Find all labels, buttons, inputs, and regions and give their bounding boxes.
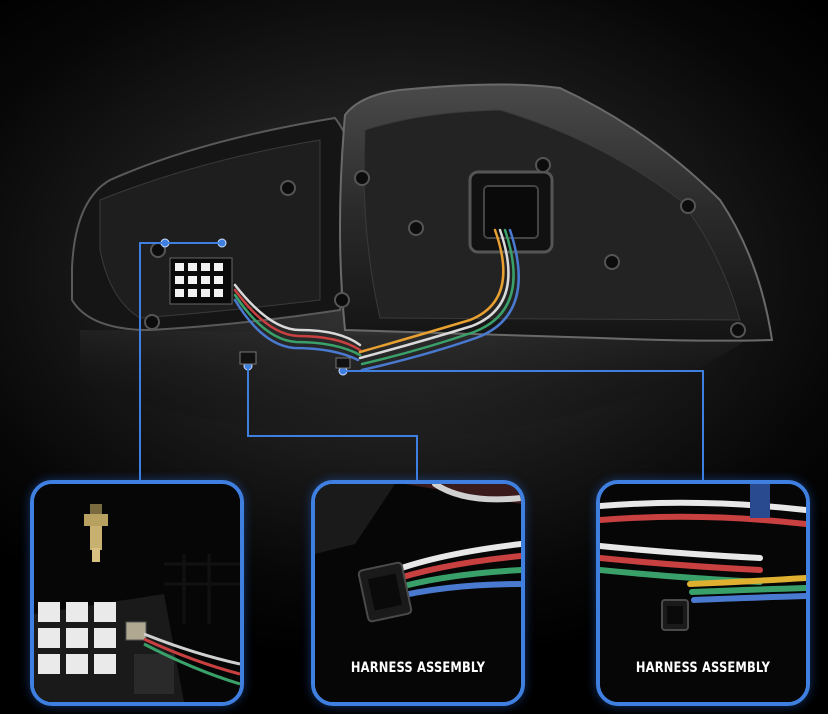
inset-led-board [30,480,244,706]
led-board-closeup [34,484,240,702]
harness-closeup-1 [315,484,521,702]
harness-closeup-2 [600,484,806,702]
inset-harness-assembly-2: HARNESS ASSEMBLY [596,480,810,706]
inset-harness-assembly-1: HARNESS ASSEMBLY [311,480,525,706]
harness-caption-1: HARNESS ASSEMBLY [350,660,486,676]
harness-caption-2: HARNESS ASSEMBLY [635,660,771,676]
tail-light-assembly [71,83,774,440]
